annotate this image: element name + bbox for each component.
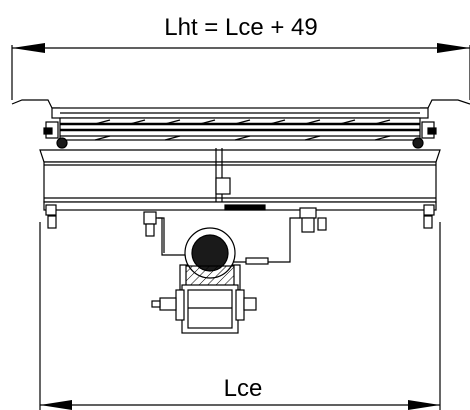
bottom-arrow-right xyxy=(408,400,440,410)
top-dimension: Lht = Lce + 49 xyxy=(11,14,470,100)
grille-frame xyxy=(11,99,470,141)
bottom-dimension: Lce xyxy=(39,222,441,410)
end-caps xyxy=(43,121,437,149)
bottom-dimension-label: Lce xyxy=(224,375,263,402)
bottom-arrow-left xyxy=(40,400,72,410)
top-dimension-label: Lht = Lce + 49 xyxy=(164,14,317,41)
top-arrow-right xyxy=(437,43,470,53)
top-arrow-left xyxy=(12,43,45,53)
rail-clamp xyxy=(151,227,257,334)
housing xyxy=(39,148,441,229)
